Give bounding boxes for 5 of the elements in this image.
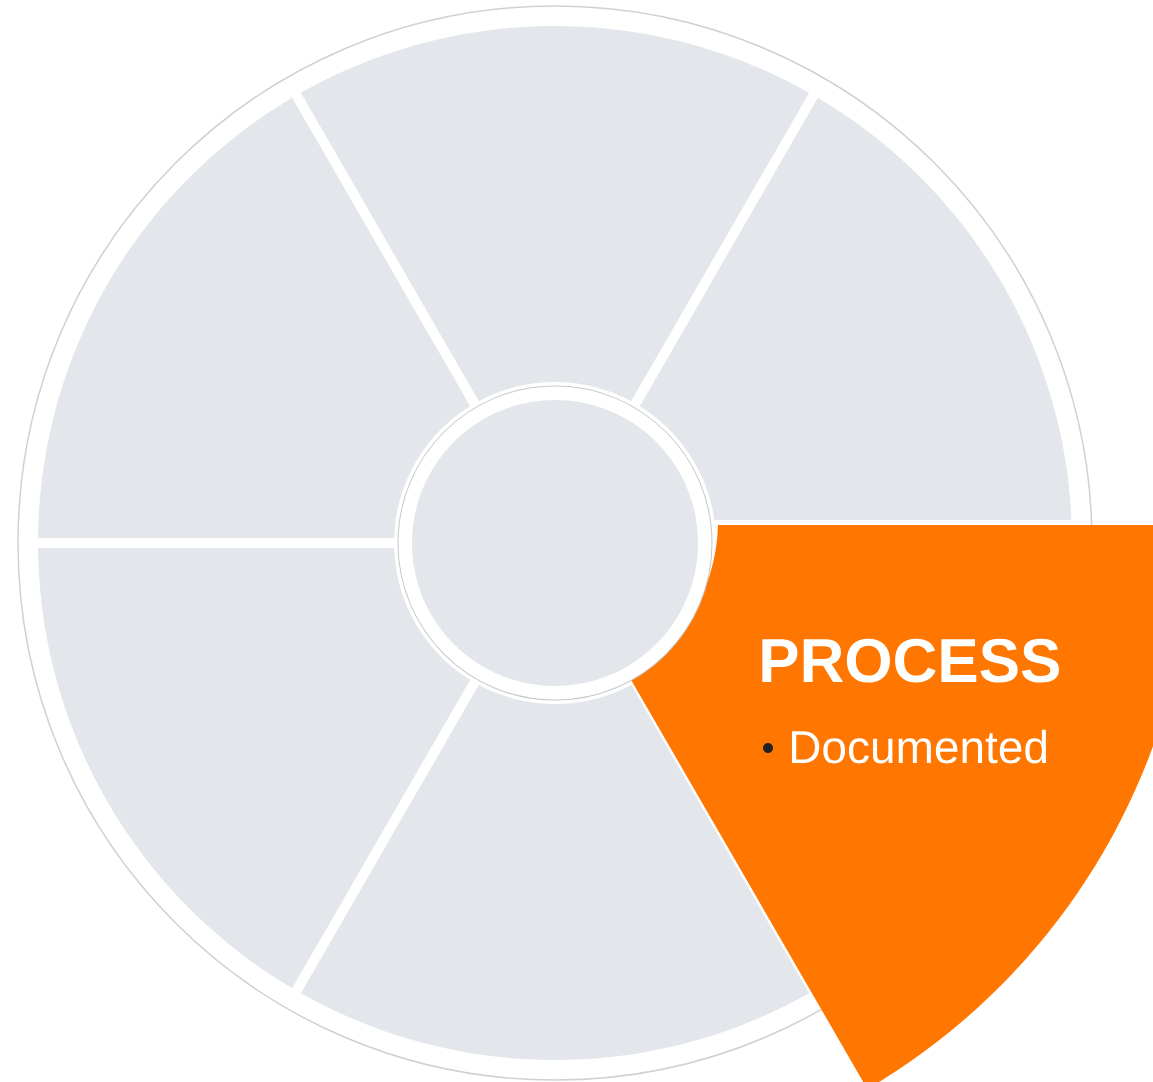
wheel-segment [38, 548, 471, 989]
wheel-segment [639, 97, 1072, 521]
wheel-segment [38, 97, 471, 538]
segment-heading: PROCESS [762, 638, 1059, 683]
bullet-item: Documented [792, 729, 1046, 764]
